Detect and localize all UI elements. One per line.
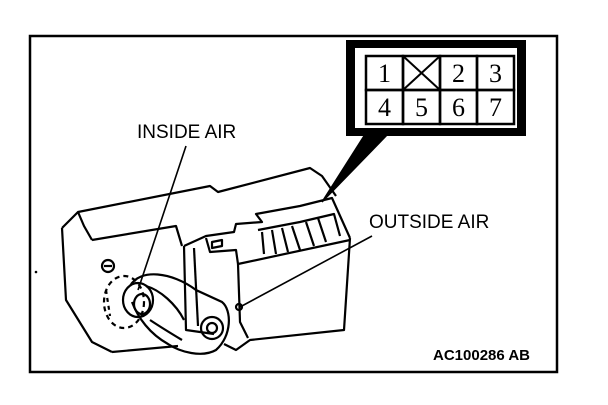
housing-left-face <box>60 227 113 353</box>
pin-number-6: 6 <box>452 93 465 122</box>
pin-number-3: 3 <box>489 59 502 88</box>
figure-frame <box>28 34 559 374</box>
connector-cavity <box>257 212 342 237</box>
pin-number-1: 1 <box>378 59 391 88</box>
print-speck <box>34 270 38 274</box>
outside-air-label: OUTSIDE AIR <box>369 212 489 233</box>
inside-air-leader <box>137 145 187 291</box>
housing-bottom-edge <box>111 344 179 354</box>
leader-lines <box>137 145 373 308</box>
pin-number-4: 4 <box>378 93 391 122</box>
sensor-housing <box>60 166 352 354</box>
connector-front-left <box>236 263 249 339</box>
pin-number-5: 5 <box>415 93 428 122</box>
nozzle-flange <box>129 273 230 355</box>
housing-top-face <box>61 166 337 229</box>
connector-side-line <box>192 247 200 327</box>
nozzle-tube-line <box>145 284 185 321</box>
nozzle-bolt-hole-inner <box>205 321 219 335</box>
outside-air-port <box>234 302 244 312</box>
connector-tab <box>210 238 224 250</box>
cavity-rib <box>280 227 290 253</box>
cavity-rib <box>316 217 328 243</box>
nozzle-tube-line <box>149 319 183 341</box>
intake-dashed-outline <box>102 274 146 330</box>
housing-left-edge <box>76 211 93 241</box>
nozzle-opening <box>121 281 155 319</box>
connector-top <box>183 196 352 248</box>
intake-dashed-line <box>104 289 112 317</box>
callout-pointer <box>321 135 388 203</box>
inside-air-label: INSIDE AIR <box>137 122 236 143</box>
connector-left-side <box>182 245 215 336</box>
housing-front-top-edge <box>91 224 184 247</box>
cavity-rib <box>290 225 302 251</box>
callout-box <box>353 46 519 130</box>
cavity-rib <box>260 231 266 255</box>
nozzle-bolt-hole <box>199 315 225 341</box>
connector-step <box>204 237 240 265</box>
mounting-screw <box>100 258 116 274</box>
connector-bottom-edge <box>223 237 352 352</box>
inside-air-nozzle <box>102 273 230 355</box>
figure-code-label: AC100286 AB <box>433 347 530 364</box>
cavity-rib <box>304 221 316 247</box>
pin-cell <box>475 88 516 126</box>
connector-front-top <box>237 238 351 266</box>
pin-number-7: 7 <box>489 93 502 122</box>
pin-blank-cross <box>402 55 441 91</box>
cavity-rib <box>270 229 278 255</box>
pin-number-2: 2 <box>452 59 465 88</box>
outside-air-leader <box>239 235 373 308</box>
